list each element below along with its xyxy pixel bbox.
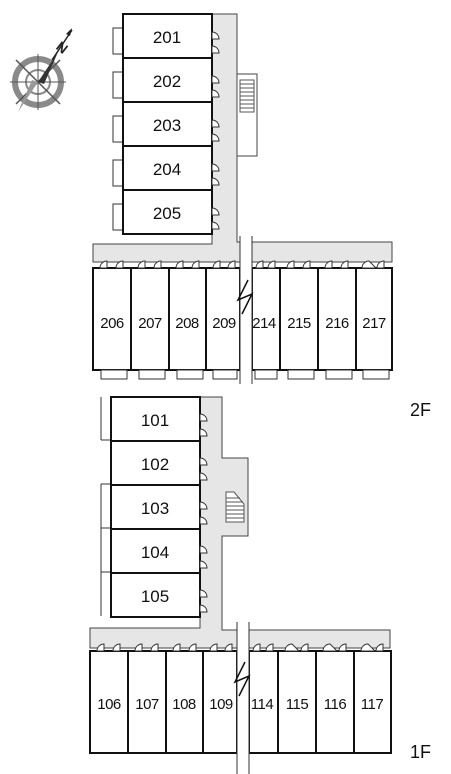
room-114 (248, 650, 279, 754)
room-label: 102 (141, 455, 169, 474)
room-105: 105 (100, 484, 208, 618)
floor-1f: 101 102 103 104 105 (89, 396, 431, 774)
stair-2f (236, 73, 258, 157)
room-106 (89, 650, 129, 754)
room-label: 203 (153, 116, 181, 135)
room-label: 116 (324, 696, 347, 713)
room-label: 214 (252, 315, 276, 332)
room-label: 202 (153, 72, 181, 91)
room-205: 205 (112, 189, 220, 235)
room-label: 115 (286, 696, 309, 713)
room-label: 108 (172, 696, 196, 713)
floor-label-1f: 1F (410, 742, 431, 762)
room-label: 103 (141, 499, 169, 518)
room-label: 201 (153, 28, 181, 47)
room-102: 102 (101, 440, 208, 486)
room-row-2f: 206 207 208 209 214 215 216 217 (92, 236, 393, 384)
room-204: 204 (112, 145, 220, 191)
room-202: 202 (112, 57, 220, 103)
room-label: 109 (209, 696, 233, 713)
room-103: 103 (101, 484, 208, 530)
room-label: 215 (287, 315, 311, 332)
room-label: 101 (141, 411, 169, 430)
room-115 (277, 650, 317, 754)
room-217 (355, 267, 393, 371)
room-101: 101 (100, 396, 208, 442)
room-201: 201 (112, 13, 220, 59)
room-label: 105 (141, 587, 169, 606)
room-label: 114 (251, 696, 274, 713)
stair-1f (225, 491, 245, 523)
room-206 (92, 267, 132, 371)
room-row-1f: 106 107 108 109 114 115 116 117 (89, 622, 392, 774)
room-203: 203 (112, 101, 220, 147)
floor-label-2f: 2F (410, 400, 431, 420)
floor-2f: 201 202 203 204 205 (92, 13, 431, 420)
room-label: 209 (212, 315, 236, 332)
room-label: 217 (362, 315, 386, 332)
room-label: 206 (100, 315, 124, 332)
compass-icon: N (10, 28, 73, 112)
room-215 (279, 267, 319, 371)
room-label: 216 (325, 315, 349, 332)
room-label: 205 (153, 204, 181, 223)
room-label: 207 (138, 315, 162, 332)
room-label: 117 (361, 696, 384, 713)
room-108 (165, 650, 204, 754)
room-label: 106 (97, 696, 121, 713)
room-label: 208 (175, 315, 199, 332)
room-label: 104 (141, 543, 169, 562)
room-117 (353, 650, 392, 754)
room-label: 204 (153, 160, 181, 179)
room-label: 107 (135, 696, 159, 713)
room-104: 104 (101, 528, 208, 574)
